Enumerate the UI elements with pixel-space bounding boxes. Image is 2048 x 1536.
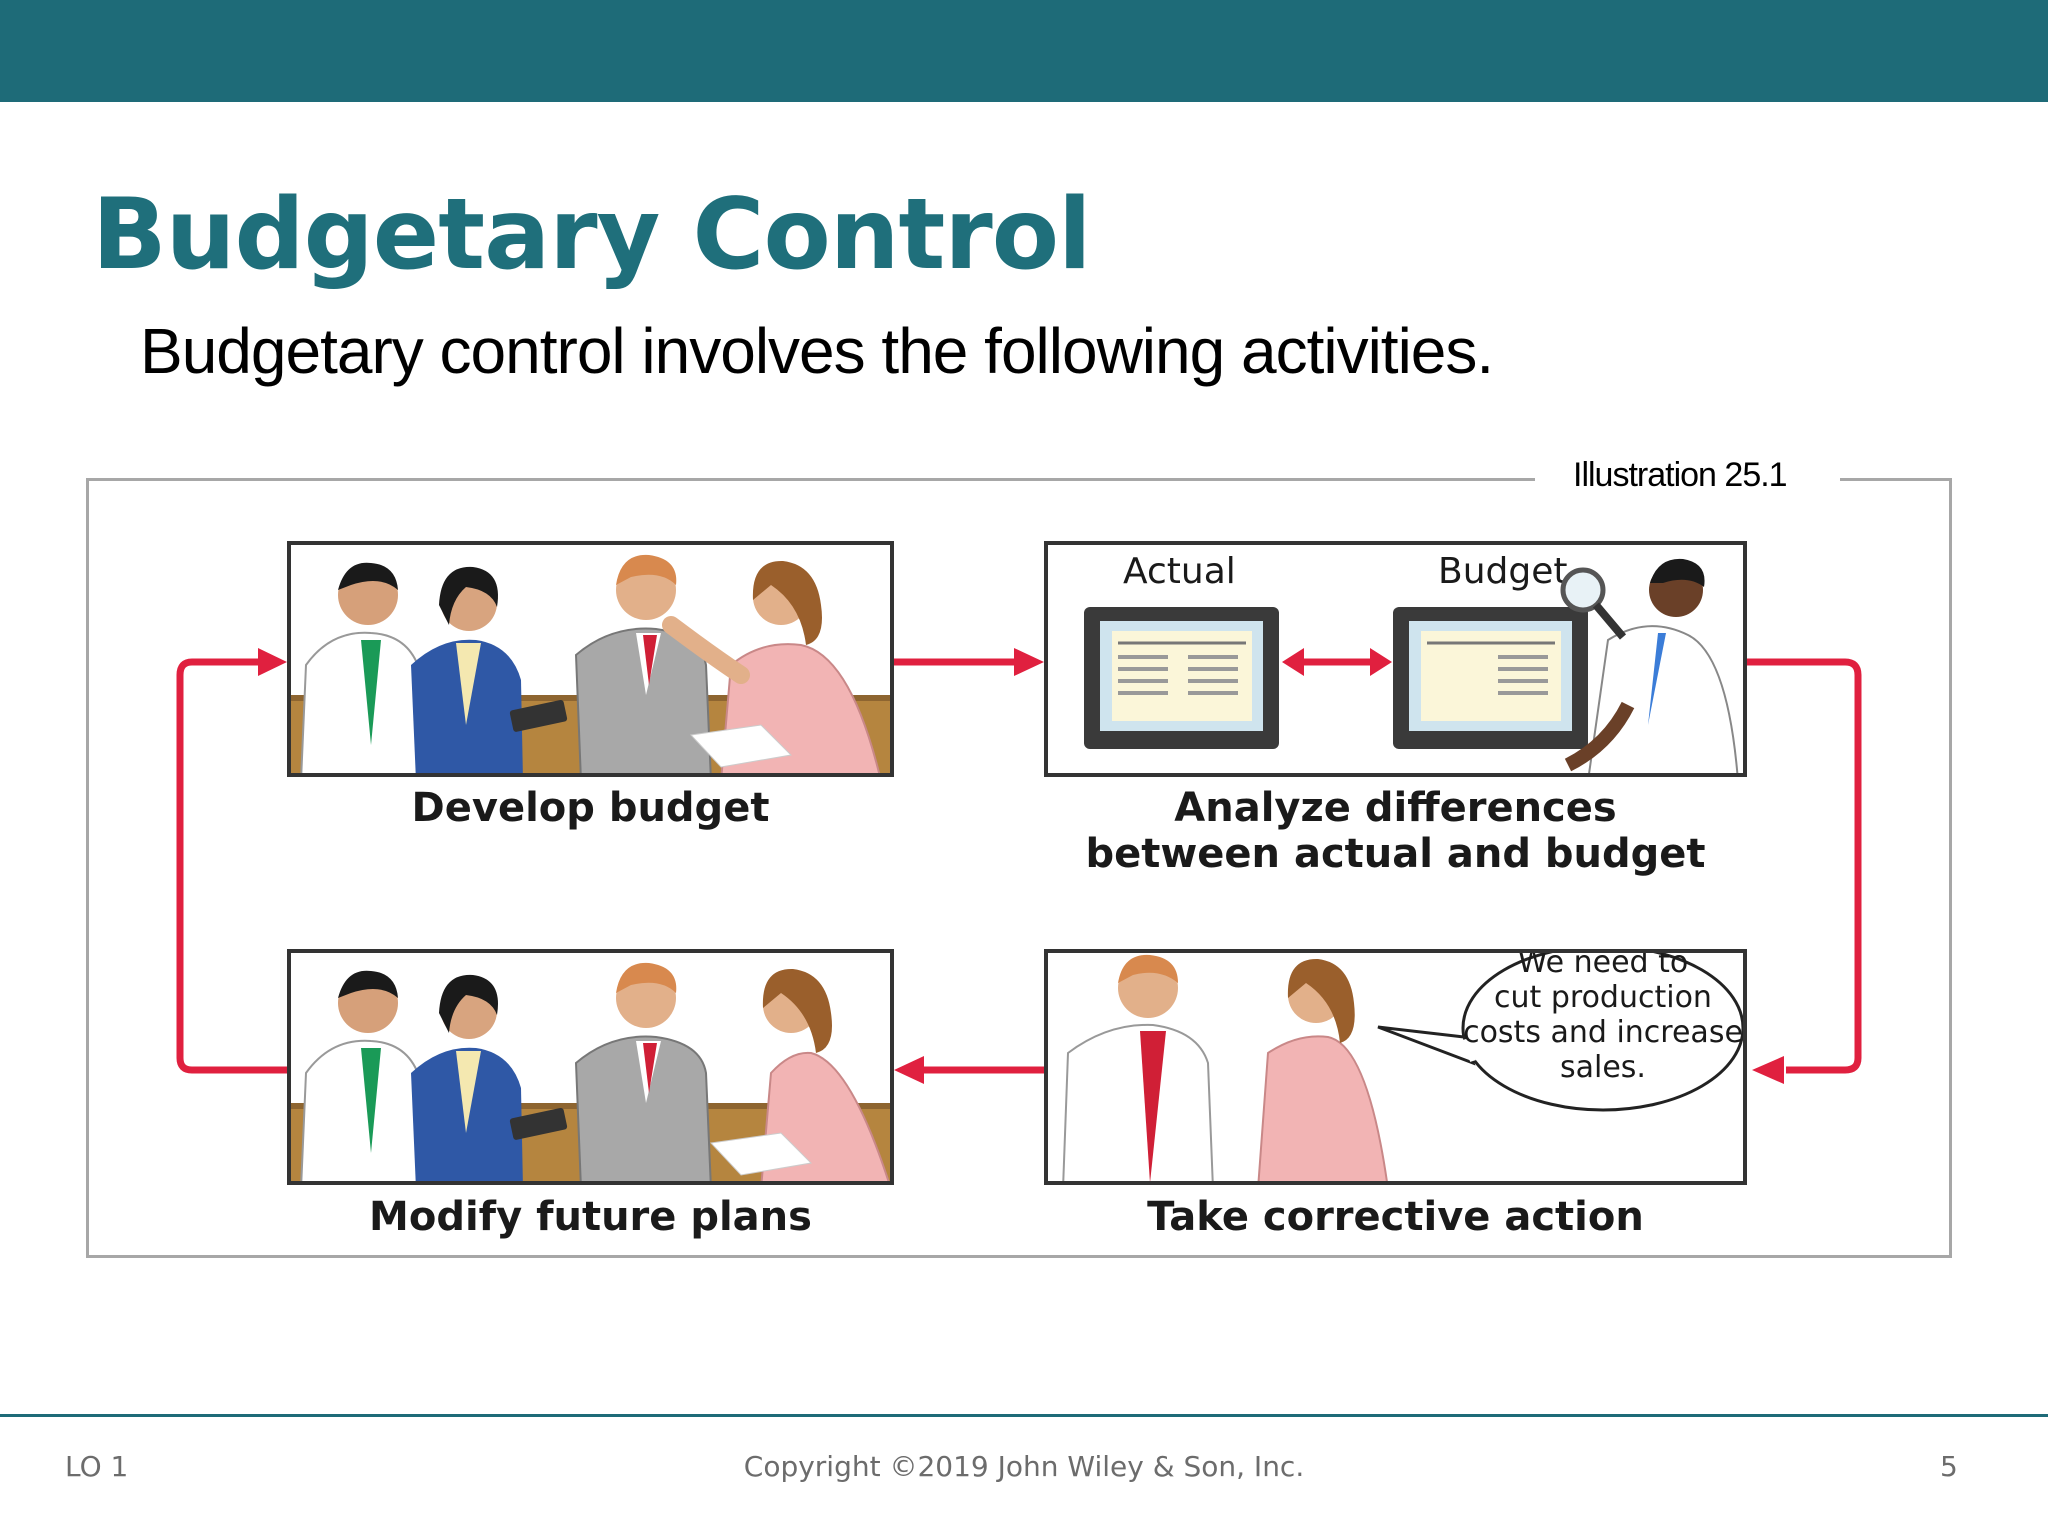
caption-develop-budget: Develop budget [411, 785, 770, 831]
illustration-label: Illustration 25.1 [1573, 456, 1788, 494]
caption-analyze-line1: Analyze differences [1174, 785, 1617, 831]
footer-page-number: 5 [1940, 1450, 1958, 1483]
caption-corrective-action: Take corrective action [1147, 1194, 1644, 1240]
speech-line-3: costs and increase [1463, 1015, 1743, 1050]
panel-modify-plans [287, 949, 894, 1185]
budget-monitor [1393, 607, 1588, 749]
person-woman-blue [411, 974, 523, 1181]
footer-learning-objective: LO 1 [65, 1450, 129, 1483]
analyze-illustration [1084, 558, 1739, 773]
budget-label: Budget [1438, 551, 1568, 592]
analyst-with-magnifier [1560, 558, 1739, 773]
illustration-label-background [1535, 455, 1840, 501]
panel-develop-budget [287, 541, 894, 777]
footer-divider [0, 1414, 2048, 1417]
person-man-gray-suit [574, 554, 712, 773]
person-man-green-tie [300, 562, 432, 773]
corrective-illustration [1062, 953, 1743, 1181]
panel-analyze-differences: Actual Budget [1044, 541, 1747, 777]
illustration-frame [86, 478, 1952, 1258]
actual-label: Actual [1123, 551, 1236, 592]
panel-corrective-action: We need to cut production costs and incr… [1044, 949, 1747, 1185]
speech-line-1: We need to [1517, 949, 1689, 980]
comparison-double-arrow [1282, 648, 1392, 676]
header-bar [0, 0, 2048, 102]
speech-line-4: sales. [1560, 1050, 1646, 1085]
footer-copyright: Copyright ©2019 John Wiley & Son, Inc. [743, 1450, 1305, 1483]
caption-analyze-line2: between actual and budget [1085, 831, 1706, 877]
slide-subtitle: Budgetary control involves the following… [140, 315, 1494, 387]
actual-monitor [1084, 607, 1279, 749]
speech-bubble-text: We need to cut production costs and incr… [1463, 949, 1743, 1085]
slide-title: Budgetary Control [92, 178, 1092, 292]
person-woman-pink [1257, 958, 1388, 1181]
meeting-illustration-top [291, 554, 890, 773]
speech-line-2: cut production [1494, 980, 1712, 1015]
person-man-gray-suit [574, 962, 712, 1181]
speech-bubble [1377, 953, 1743, 1112]
person-man-green-tie [300, 970, 432, 1181]
person-man-red-tie [1062, 954, 1214, 1181]
caption-modify-plans: Modify future plans [369, 1194, 812, 1240]
meeting-illustration-bottom [291, 962, 890, 1181]
person-woman-blue [411, 566, 523, 773]
